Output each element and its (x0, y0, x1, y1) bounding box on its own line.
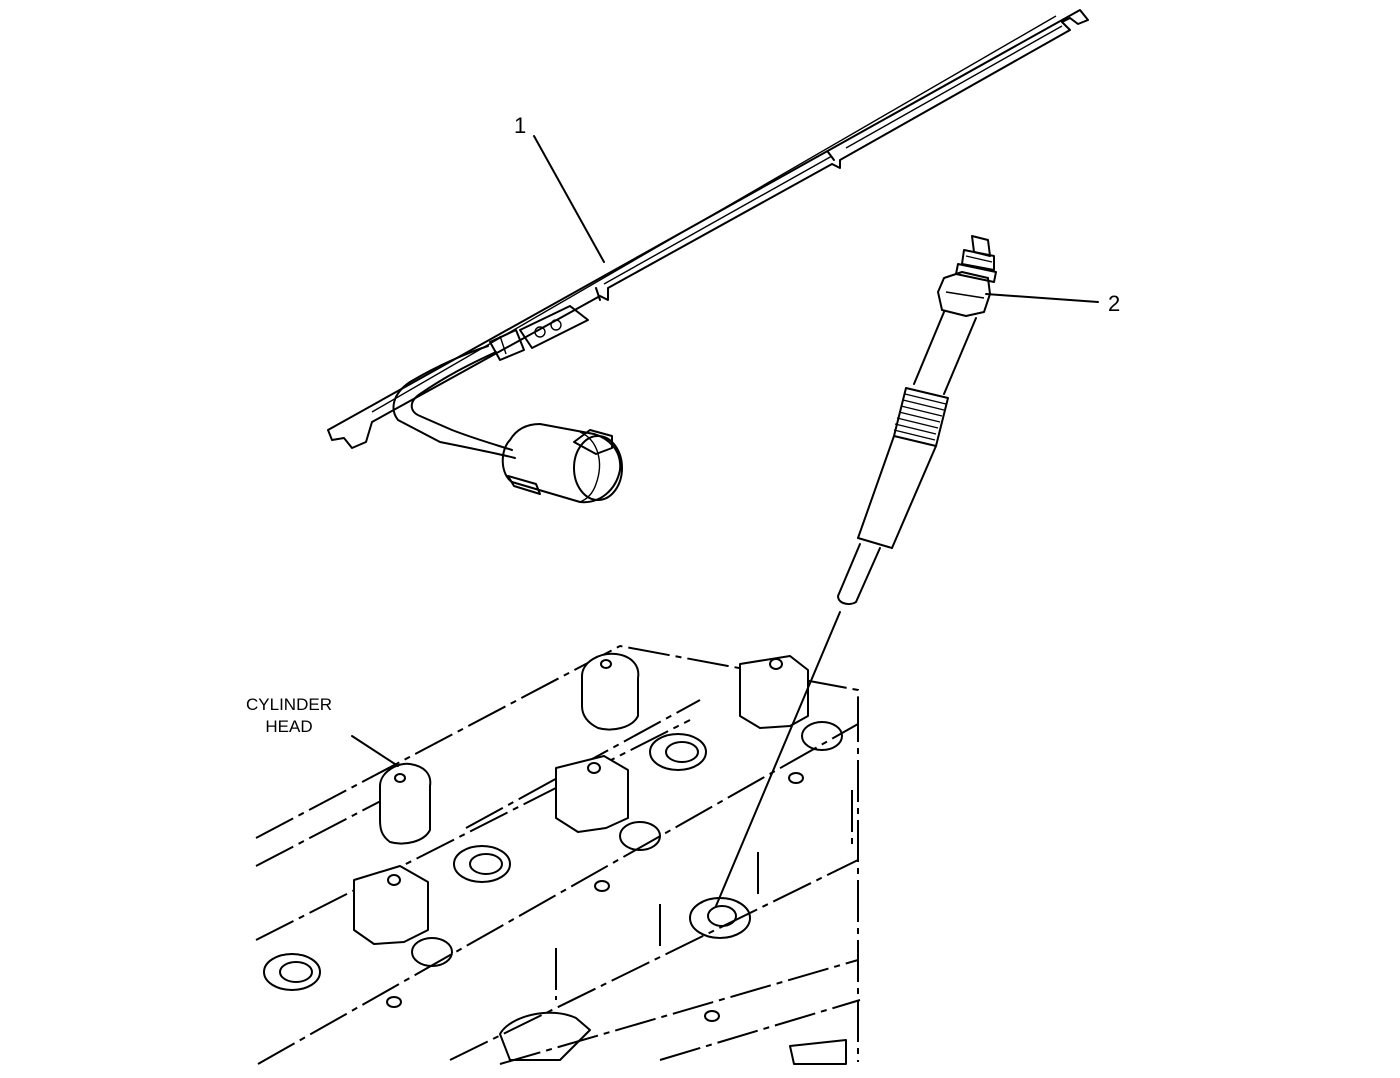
callout-1-label: 1 (514, 113, 526, 138)
cylinder-head-label-line2: HEAD (265, 717, 312, 736)
cylinder-head (255, 644, 861, 1065)
cylinder-head-label-line1: CYLINDER (246, 695, 332, 714)
glow-plug (837, 235, 997, 605)
leader-lines (351, 135, 1099, 907)
leader-line-cylinder-head (351, 735, 399, 767)
leader-line-2 (985, 293, 1099, 303)
wiring-harness-bus-bar (327, 9, 1089, 504)
rocker-pedestals (353, 652, 809, 945)
callout-2-label: 2 (1108, 291, 1120, 316)
bolt-holes (386, 721, 843, 1022)
leader-line-1 (533, 135, 605, 263)
insertion-path-line (715, 611, 841, 907)
injector-bores (263, 733, 751, 991)
thread-lines (893, 393, 947, 441)
